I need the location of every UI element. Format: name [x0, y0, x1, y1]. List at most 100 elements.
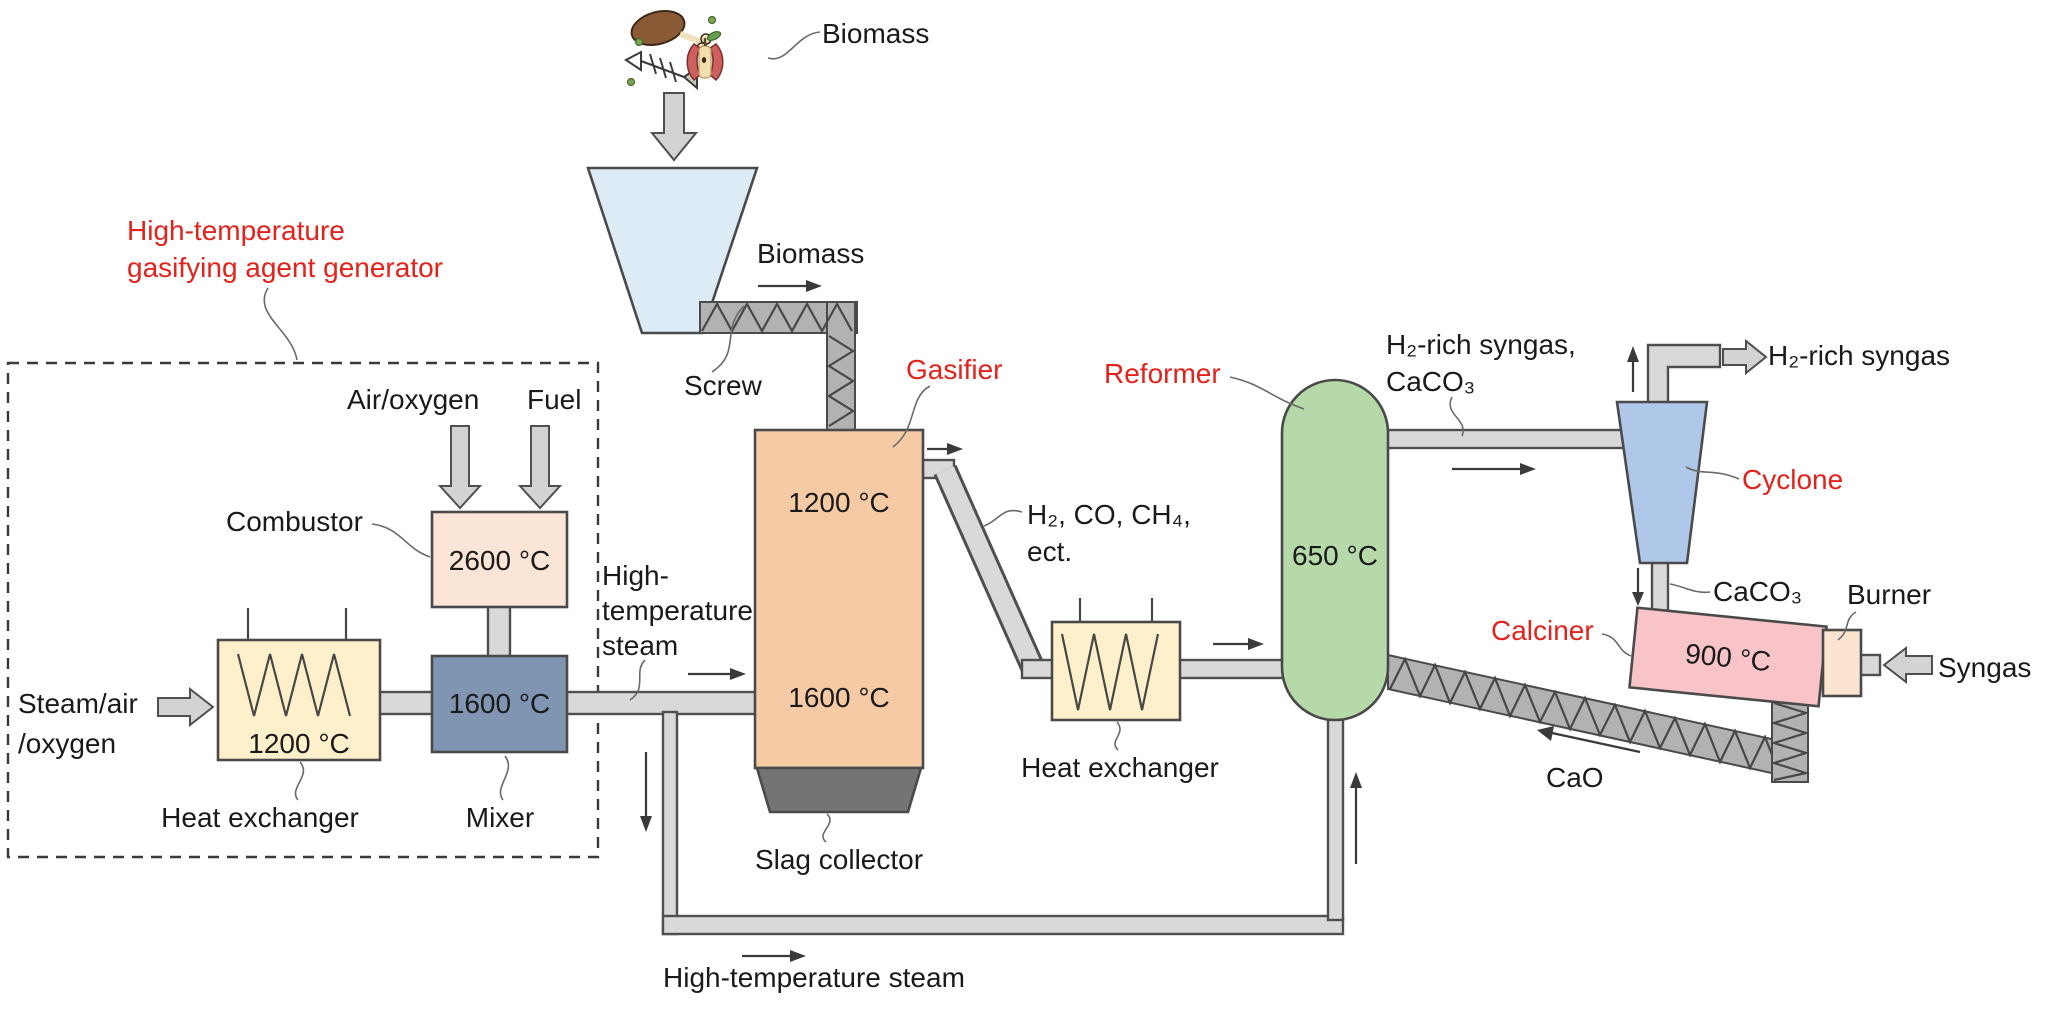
generator-module-title: High-temperature gasifying agent generat… — [127, 215, 443, 283]
leader-ht-steam — [629, 659, 646, 701]
arrow-head — [947, 443, 963, 455]
pipe-hx-to-mixer — [376, 690, 436, 716]
slag-collector-label: Slag collector — [754, 844, 924, 875]
cao-flow-arrow — [1551, 731, 1641, 754]
fish-skeleton-icon — [624, 50, 698, 91]
air-oxygen-down-arrow — [437, 425, 483, 510]
ht-steam-bottom-label: High-temperature steam — [663, 962, 965, 993]
cyclone-label: Cyclone — [1742, 464, 1844, 495]
drumstick-bone — [678, 31, 704, 45]
arrow-head — [790, 950, 806, 962]
pipe-steam-loop-left — [661, 710, 679, 936]
leader-hx-mid — [1114, 721, 1121, 751]
burner-vessel — [1821, 628, 1863, 698]
combustor-mixer-connector — [486, 603, 512, 660]
leader-biomass — [767, 31, 821, 60]
apple-core-icon — [686, 31, 724, 82]
fuel-down-arrow — [517, 425, 563, 510]
cao-screw-zigzag — [1389, 656, 1808, 780]
green-bit — [634, 37, 644, 47]
left-heat-exchanger — [216, 608, 382, 762]
reformer-temp: 650 °C — [1292, 540, 1378, 571]
mid-heat-exchanger — [1050, 598, 1182, 722]
arrow-head — [1350, 772, 1362, 788]
leader-burner — [1837, 611, 1857, 641]
pipe-gasifier-slope — [936, 466, 1042, 672]
drumstick-icon — [630, 10, 686, 46]
gasifier-top-temp: 1200 °C — [788, 487, 890, 518]
steam-inlet-label: Steam/air /oxygen — [18, 688, 138, 759]
combustor-vessel — [430, 510, 569, 609]
reformer-outlet-label: H₂-rich syngas, CaCO₃ — [1386, 329, 1576, 397]
pipe-mixer-to-gasifier — [563, 690, 759, 716]
leader-lines — [263, 31, 1857, 843]
leader-reformer — [1229, 376, 1305, 410]
arrow-head — [1248, 638, 1264, 650]
biomass-down-arrow — [649, 92, 699, 162]
pipe-burner-stub — [1858, 653, 1882, 677]
gasifier-label: Gasifier — [906, 354, 1003, 385]
leader-gas-mix — [983, 509, 1023, 527]
reformer-vessel — [1280, 378, 1390, 722]
biomass-feed-label: Biomass — [757, 238, 865, 269]
generator-module-dashed-box — [6, 361, 600, 859]
cao-label: CaO — [1546, 762, 1604, 793]
arrow-head — [1537, 726, 1554, 741]
steam-inlet-arrow — [157, 686, 215, 728]
arrow-head — [1627, 346, 1639, 362]
h2-rich-syngas-out-label: H₂-rich syngas — [1768, 340, 1951, 371]
arrow-head — [1520, 463, 1536, 475]
leader-h2rich — [1449, 396, 1464, 437]
leader-mixer — [499, 755, 510, 801]
arrow-head — [730, 668, 746, 680]
burner-label: Burner — [1847, 579, 1932, 610]
cyclone-vessel — [1615, 400, 1709, 565]
apple-leaf — [706, 31, 722, 41]
fish-rib — [669, 61, 677, 83]
slag-collector — [755, 766, 923, 814]
fuel-label: Fuel — [527, 384, 582, 415]
pipe-cyclone-top-elbow — [1646, 343, 1722, 406]
hx-left-coil — [236, 653, 352, 717]
pipe-hx-to-reformer — [1176, 658, 1286, 680]
fish-head — [624, 50, 642, 72]
caco3-label: CaCO₃ — [1713, 576, 1803, 607]
calciner-label: Calciner — [1491, 615, 1594, 646]
biomass-top-label: Biomass — [822, 18, 930, 49]
leader-combustor — [371, 523, 431, 558]
pipe-reformer-to-cyclone — [1384, 428, 1626, 450]
leader-cyclone — [1685, 466, 1740, 480]
combustor-label: Combustor — [226, 506, 363, 537]
reformer-label: Reformer — [1104, 358, 1221, 389]
leader-gasifier — [892, 385, 931, 448]
leader-slag — [822, 813, 831, 843]
hx-mid-coil — [1060, 633, 1160, 711]
leader-caco3 — [1669, 583, 1711, 594]
arrow-head — [806, 280, 822, 292]
apple-side — [709, 43, 724, 82]
fish-rib — [649, 53, 657, 75]
air-oxygen-label: Air/oxygen — [347, 384, 480, 415]
syngas-in-arrow — [1882, 645, 1933, 685]
syngas-out-arrow — [1722, 338, 1768, 376]
leader-hx-left — [294, 761, 305, 801]
pipe-steam-loop-bottom — [661, 914, 1345, 936]
mixer-vessel — [430, 654, 569, 754]
arrow-head — [640, 816, 652, 832]
calciner-drop-zigzag — [1770, 701, 1811, 782]
mixer-label: Mixer — [465, 802, 535, 833]
hx-mid-vessel — [1050, 620, 1182, 722]
ht-steam-left-label: High- temperature steam — [602, 560, 753, 661]
gas-mix-label: H₂, CO, CH₄, ect. — [1027, 499, 1191, 567]
gasifier-bottom-temp: 1600 °C — [788, 682, 890, 713]
combustor-temp: 2600 °C — [448, 545, 551, 576]
screw-label: Screw — [684, 370, 762, 401]
leader-calciner — [1601, 633, 1632, 657]
pipe-cyclone-outlet — [1650, 560, 1670, 616]
hx-left-label: Heat exchanger — [161, 802, 359, 833]
fish-rib — [659, 57, 667, 79]
screw-zigzag-vertical — [826, 335, 856, 427]
combustor-unit — [430, 510, 569, 754]
